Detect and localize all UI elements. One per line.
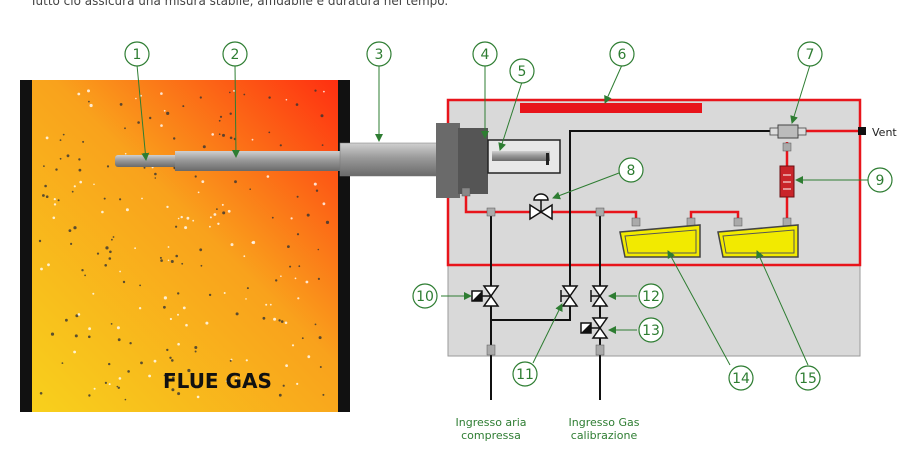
callout-7: 7 (797, 41, 823, 67)
inlet-air-line1: Ingresso aria (456, 416, 527, 429)
flowmeter (779, 165, 795, 198)
manual-valve-11 (560, 285, 579, 307)
callout-5: 5 (509, 58, 535, 84)
vent-label: Vent (872, 126, 897, 139)
callout-number: 10 (416, 289, 434, 305)
tee-fitting (769, 124, 807, 139)
callout-number: 15 (799, 371, 817, 387)
callout-number: 6 (618, 47, 627, 63)
solenoid-valve-10 (471, 285, 500, 307)
manual-valve-12 (590, 285, 609, 307)
callout-number: 1 (133, 47, 142, 63)
callout-12: 12 (638, 283, 664, 309)
analyzer-cell-14 (619, 224, 701, 258)
callout-4: 4 (472, 41, 498, 67)
callout-8: 8 (618, 157, 644, 183)
analyzer-cell-15 (717, 224, 799, 258)
callout-number: 9 (876, 173, 885, 189)
callout-number: 14 (732, 371, 750, 387)
intro-text: Tutto ciò assicura una misura stabile, a… (30, 0, 449, 8)
callout-6: 6 (609, 41, 635, 67)
callout-number: 8 (627, 163, 636, 179)
callout-number: 4 (481, 47, 490, 63)
probe (115, 123, 561, 198)
callout-2: 2 (222, 41, 248, 67)
inlet-gas-line1: Ingresso Gas (569, 416, 640, 429)
callout-number: 12 (642, 289, 660, 305)
callout-14: 14 (728, 365, 754, 391)
callout-number: 7 (806, 47, 815, 63)
callout-number: 5 (518, 64, 527, 80)
callout-number: 11 (516, 367, 534, 383)
callout-number: 3 (375, 47, 384, 63)
flue-gas-label: FLUE GAS (163, 369, 272, 393)
heater (520, 103, 702, 113)
callout-13: 13 (638, 317, 664, 343)
callout-11: 11 (512, 361, 538, 387)
pressure-regulator-valve (529, 193, 553, 221)
callout-15: 15 (795, 365, 821, 391)
callout-9: 9 (867, 167, 893, 193)
callout-number: 13 (642, 323, 660, 339)
callout-leaders (136, 64, 868, 366)
solenoid-valve-13 (580, 317, 609, 339)
inlet-gas-line2: calibrazione (571, 429, 638, 442)
callout-number: 2 (231, 47, 240, 63)
inlet-air-line2: compressa (461, 429, 521, 442)
callout-3: 3 (366, 41, 392, 67)
flue-gas-duct: FLUE GAS (20, 80, 350, 412)
callout-10: 10 (412, 283, 438, 309)
callout-1: 1 (124, 41, 150, 67)
